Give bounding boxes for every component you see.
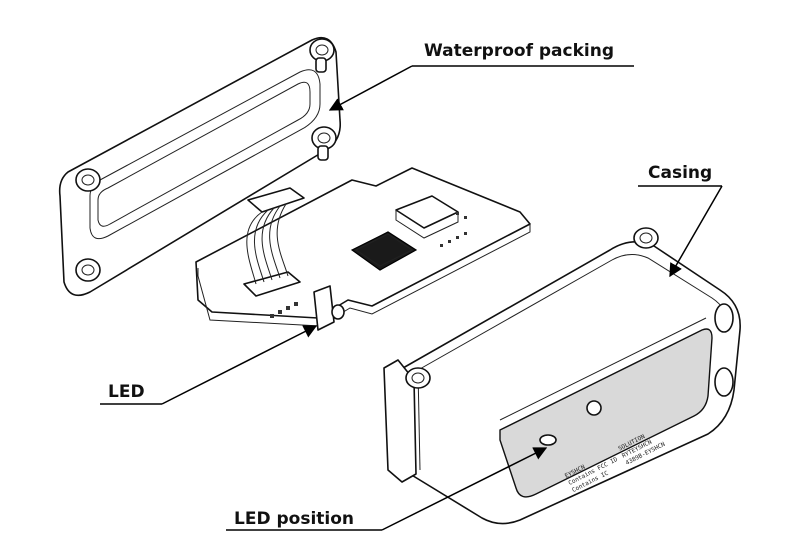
label-led-position: LED position — [234, 509, 354, 529]
waterproof-packing — [58, 36, 342, 297]
casing-bolt — [714, 367, 734, 397]
chip-large — [350, 231, 418, 271]
circuit-board — [195, 167, 531, 331]
callout-led-position: LED position — [226, 447, 548, 531]
casing-bolt — [714, 303, 734, 333]
gasket-screw — [311, 126, 337, 161]
casing: EYSHCN Contains FCC ID Contains IC SOLUT… — [383, 227, 741, 525]
gasket-screw — [75, 258, 101, 282]
label-casing: Casing — [648, 163, 712, 183]
led-component — [313, 285, 345, 331]
smd-pads — [270, 212, 467, 318]
gasket-screw — [75, 168, 101, 192]
callout-waterproof-packing: Waterproof packing — [328, 41, 634, 111]
casing-bolt — [405, 367, 431, 389]
gasket-screw — [309, 38, 335, 73]
callout-casing: Casing — [638, 163, 723, 278]
casing-bolt — [633, 227, 659, 249]
label-waterproof-packing: Waterproof packing — [424, 41, 614, 61]
ribbon-connector — [243, 187, 305, 297]
casing-plate: EYSHCN Contains FCC ID Contains IC SOLUT… — [564, 433, 667, 494]
label-led: LED — [108, 382, 145, 402]
callout-led: LED — [100, 325, 318, 405]
